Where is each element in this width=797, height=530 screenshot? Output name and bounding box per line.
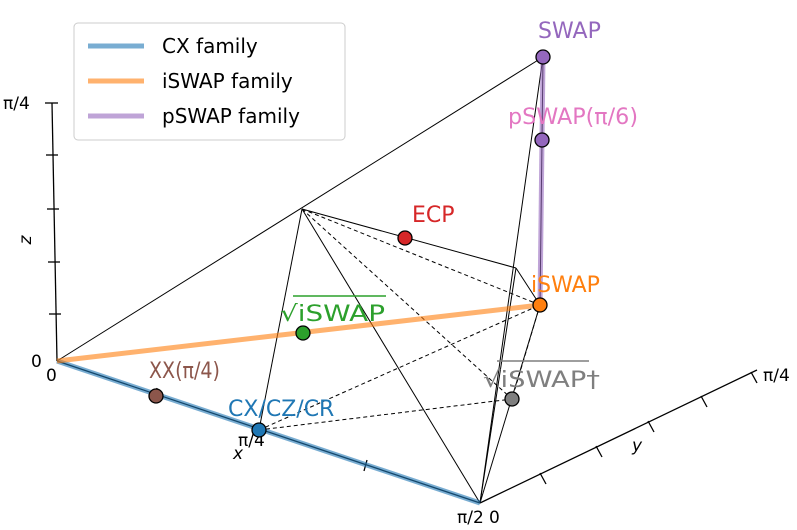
point-cx-cz-cr: [251, 422, 267, 438]
x-tick-label-zero: 0: [46, 366, 57, 386]
legend: CX family iSWAP family pSWAP family: [73, 22, 346, 141]
y-axis-ticks: [539, 371, 758, 485]
y-axis-line: [479, 369, 758, 504]
z-axis-line: [51, 102, 58, 362]
label-xx-pi4: XX(π/4): [149, 359, 220, 384]
legend-entry-pswap: pSWAP family: [88, 104, 300, 128]
legend-label-cx: CX family: [162, 34, 258, 58]
legend-label-pswap: pSWAP family: [162, 104, 300, 128]
point-sqrt-iswap-dagger: [504, 391, 520, 407]
y-axis-label: y: [631, 436, 643, 456]
point-sqrt-iswap: [295, 325, 311, 341]
point-labels: SWAP pSWAP(π/6) ECP iSWAP √iSWAP XX(π/4)…: [149, 19, 638, 422]
label-sqrt-iswap: √iSWAP: [280, 302, 385, 327]
point-ecp: [397, 230, 413, 246]
legend-entry-cx: CX family: [88, 34, 258, 58]
label-ecp: ECP: [412, 203, 455, 228]
point-swap: [535, 49, 551, 65]
chamber-dashed-edges: [258, 208, 541, 431]
label-iswap: iSWAP: [531, 273, 600, 298]
label-cx-cz-cr: CX/CZ/CR: [228, 397, 334, 422]
label-swap: SWAP: [538, 19, 601, 44]
z-tick-label-zero: 0: [31, 352, 42, 372]
point-xx-pi4: [148, 388, 164, 404]
cx-family-line: [56, 358, 481, 506]
x-tick-label-end: π/2: [457, 508, 484, 528]
label-sqrt-iswap-dagger: √iSWAP†: [483, 368, 600, 393]
label-pswap-pi6: pSWAP(π/6): [508, 105, 638, 130]
pswap-family-line: [537, 56, 546, 306]
legend-box: [73, 22, 346, 141]
z-tick-label-top: π/4: [3, 94, 30, 114]
point-pswap-pi6: [534, 132, 550, 148]
axes: [45, 102, 758, 504]
point-iswap: [532, 297, 548, 313]
legend-label-iswap: iSWAP family: [162, 69, 293, 93]
y-tick-label-end: π/4: [763, 366, 790, 386]
x-axis-label: x: [232, 444, 244, 464]
y-tick-label-zero: 0: [489, 508, 500, 528]
legend-entry-iswap: iSWAP family: [88, 69, 293, 93]
z-axis-label: z: [16, 234, 36, 245]
tick-labels: π/4 0 0 π/4 π/2 0 π/4: [3, 94, 790, 528]
z-axis-ticks: [45, 102, 61, 315]
gate-points: [148, 49, 551, 438]
